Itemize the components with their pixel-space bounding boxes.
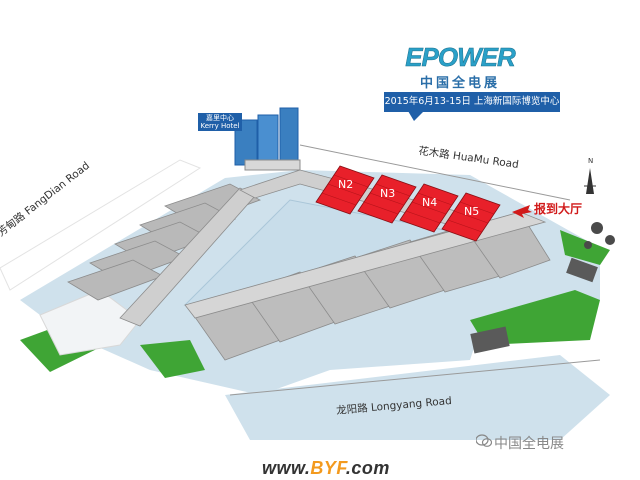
hall-roof-stripe <box>459 201 495 215</box>
event-date-banner: 2015年6月13-15日 上海新国际博览中心 <box>384 92 560 112</box>
report-hall-label: 报到大厅 <box>534 202 583 216</box>
hall-label-n3: N3 <box>380 187 395 200</box>
hall-roof-stripe <box>453 210 489 224</box>
logo-brand-text: EPOWER <box>405 42 516 72</box>
hall-label-n2: N2 <box>338 178 353 191</box>
website-url[interactable]: www.BYF.com <box>262 458 390 479</box>
grass-area-bottom-left <box>140 340 205 378</box>
longyang-road-line <box>229 359 601 396</box>
south-corridor <box>184 211 547 319</box>
hall-roof-stripe <box>411 201 447 215</box>
website-prefix: www. <box>262 458 311 478</box>
outbuilding <box>566 257 598 283</box>
hotel-name-cn: 嘉里中心 <box>206 114 234 122</box>
hall-roof-stripe <box>363 201 399 215</box>
hall-roof-stripe <box>333 174 369 188</box>
report-hall-arrow <box>512 205 532 218</box>
hall-roof-stripe <box>405 210 441 224</box>
hall-roof-stripe <box>447 219 483 233</box>
hall-roof-stripe <box>375 183 411 197</box>
kerry-hotel-building <box>234 107 301 171</box>
banner-pointer <box>408 111 424 121</box>
website-highlight: BYF <box>310 458 346 478</box>
swirl-decoration <box>584 222 615 249</box>
hall-roof-stripe <box>327 183 363 197</box>
logo-subtitle: 中国全电展 <box>419 76 500 91</box>
outbuilding <box>470 326 510 354</box>
hotel-label: 嘉里中心 Kerry Hotel <box>198 113 242 131</box>
wechat-icon <box>476 434 492 447</box>
fangdian-road-surface <box>0 159 202 291</box>
hall-roof-stripe <box>321 192 357 206</box>
huamu-road-line <box>299 144 571 201</box>
hall-roof-stripe <box>417 192 453 206</box>
hotel-name-en: Kerry Hotel <box>200 122 240 130</box>
compass-icon <box>584 168 596 194</box>
epower-logo: EPOWER 中国全电展 <box>405 42 516 91</box>
longyang-water-channel <box>225 355 610 440</box>
compass-north-label: N <box>588 157 594 165</box>
hall-roof-stripe <box>369 192 405 206</box>
hall-label-n4: N4 <box>422 196 437 209</box>
wechat-watermark: 中国全电展 <box>494 436 564 452</box>
website-suffix: .com <box>345 458 390 478</box>
hall-label-n5: N5 <box>464 205 479 218</box>
